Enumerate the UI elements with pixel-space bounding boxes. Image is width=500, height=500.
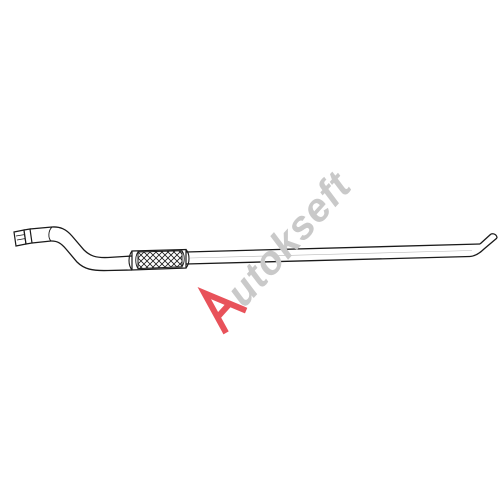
- flex-braided-section: [128, 248, 190, 271]
- pipe-front-section: [29, 226, 133, 272]
- pipe-rear-section: [185, 243, 481, 265]
- pipe-outlet-end: [469, 233, 498, 258]
- pipe-inlet-end: [13, 228, 33, 247]
